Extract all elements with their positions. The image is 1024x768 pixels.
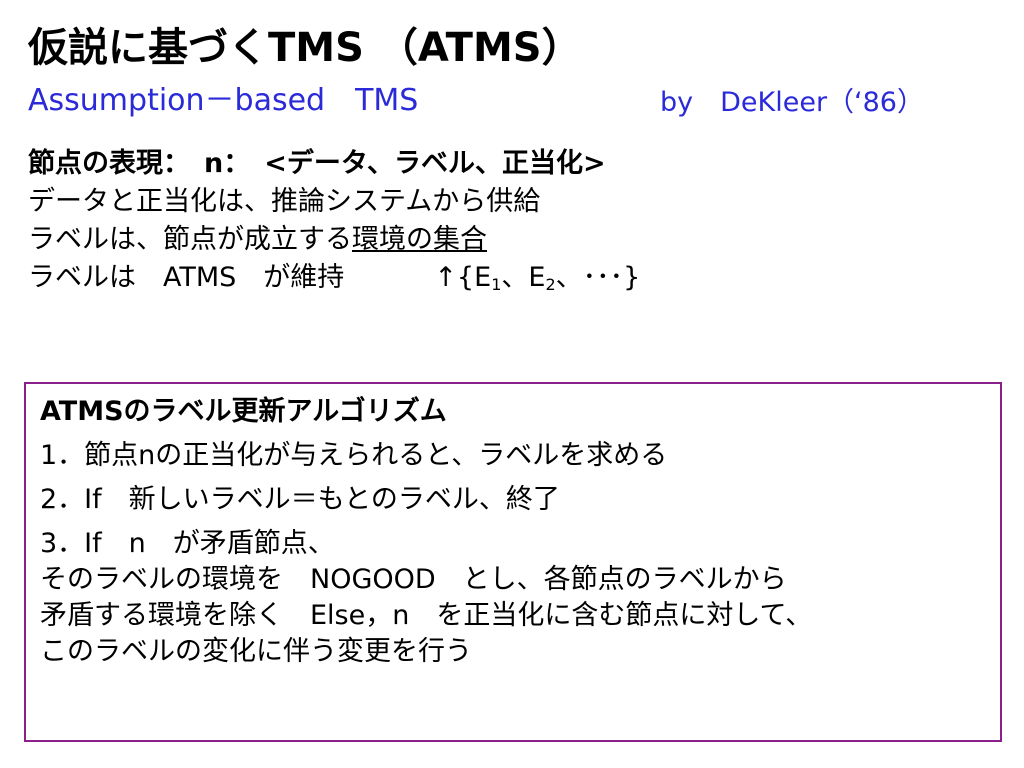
algorithm-step-2: 2．If 新しいラベル＝もとのラベル、終了 bbox=[40, 484, 560, 515]
node-representation-line: 節点の表現： n： <データ、ラベル、正当化> bbox=[28, 145, 640, 183]
atms-maintains-line: ラベルは ATMS が維持 ↑{E1、E2、･･･} bbox=[28, 259, 640, 304]
environment-set-close: 、･･･} bbox=[555, 262, 641, 293]
algorithm-step-3-line-1: 3．If n が矛盾節点、 bbox=[40, 528, 335, 559]
label-definition-line: ラベルは、節点が成立する環境の集合 bbox=[28, 221, 640, 259]
slide-title: 仮説に基づくTMS （ATMS） bbox=[28, 25, 582, 71]
algorithm-heading: ATMSのラベル更新アルゴリズム bbox=[40, 396, 447, 427]
node-variable: n： bbox=[204, 148, 251, 179]
algorithm-step-3-line-4: このラベルの変化に伴う変更を行う bbox=[40, 636, 472, 667]
environment-set-open: ↑{E bbox=[434, 262, 492, 293]
algorithm-step-1: 1．節点nの正当化が与えられると、ラベルを求める bbox=[40, 440, 668, 471]
environment-set-separator: 、E bbox=[501, 262, 546, 293]
algorithm-step-3-line-3: 矛盾する環境を除く Else，n を正当化に含む節点に対して、 bbox=[40, 600, 813, 631]
author-byline: by DeKleer（‘86） bbox=[660, 87, 924, 118]
slide-subtitle: Assumption－based TMS bbox=[28, 83, 419, 118]
atms-maintains-text: ラベルは ATMS が維持 bbox=[28, 262, 345, 293]
environment-set-term: 環境の集合 bbox=[352, 224, 487, 255]
algorithm-step-3-line-2: そのラベルの環境を NOGOOD とし、各節点のラベルから bbox=[40, 564, 787, 595]
subscript-2: 2 bbox=[545, 275, 556, 294]
subscript-1: 1 bbox=[491, 275, 502, 294]
algorithm-box: ATMSのラベル更新アルゴリズム 1．節点nの正当化が与えられると、ラベルを求め… bbox=[24, 382, 1002, 742]
data-justification-line: データと正当化は、推論システムから供給 bbox=[28, 186, 541, 217]
node-representation-label: 節点の表現： bbox=[28, 148, 190, 179]
body-text: 節点の表現： n： <データ、ラベル、正当化> データと正当化は、推論システムから供… bbox=[28, 145, 640, 304]
node-tuple: <データ、ラベル、正当化> bbox=[264, 148, 606, 179]
label-definition-prefix: ラベルは、節点が成立する bbox=[28, 224, 352, 255]
